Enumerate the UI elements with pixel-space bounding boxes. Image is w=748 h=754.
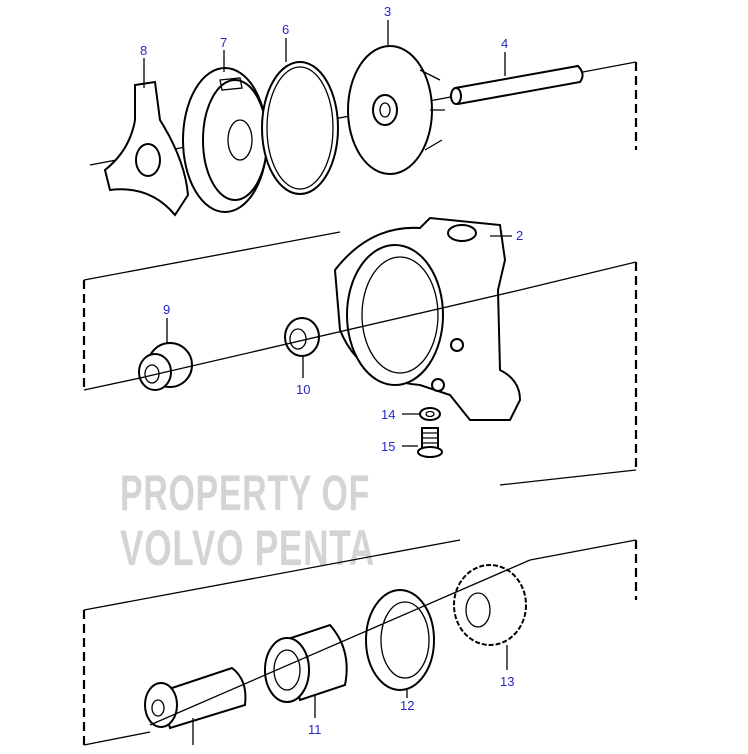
callout-15: 15 [381,439,395,454]
callout-10: 10 [296,382,310,397]
part-14-washer [419,407,441,421]
svg-text:PROPERTY OF: PROPERTY OF [120,465,370,521]
callout-13: 13 [500,674,514,689]
callout-4: 4 [501,36,508,51]
callout-7: 7 [220,35,227,50]
part-15-plug [417,427,443,458]
svg-text:VOLVO PENTA: VOLVO PENTA [120,520,375,576]
part-6-o-ring [261,61,339,195]
callout-12: 12 [400,698,414,713]
part-7-cover [182,67,268,213]
assembly-frame-bottom [82,539,638,746]
callout-labels: 8 7 6 3 4 2 9 10 14 15 11 12 13 [140,4,523,737]
callout-14: 14 [381,407,395,422]
part-12-cover [365,589,435,691]
assembly-frame-middle [82,231,638,486]
part-9-seal [138,342,193,391]
callout-9: 9 [163,302,170,317]
callout-3: 3 [384,4,391,19]
part-11-bearing [264,623,348,703]
callout-8: 8 [140,43,147,58]
callout-6: 6 [282,22,289,37]
part-8-cam [103,80,190,217]
leader-lines [143,20,512,745]
part-10-washer [284,317,320,357]
callout-11: 11 [308,722,322,737]
part-4-shaft [450,64,584,106]
callout-2: 2 [516,228,523,243]
watermark: PROPERTY OF VOLVO PENTA [120,465,375,576]
centre-lines [139,289,531,726]
part-2-housing [333,216,522,421]
part-1-sleeve [144,666,247,730]
part-3-impeller [347,45,445,175]
